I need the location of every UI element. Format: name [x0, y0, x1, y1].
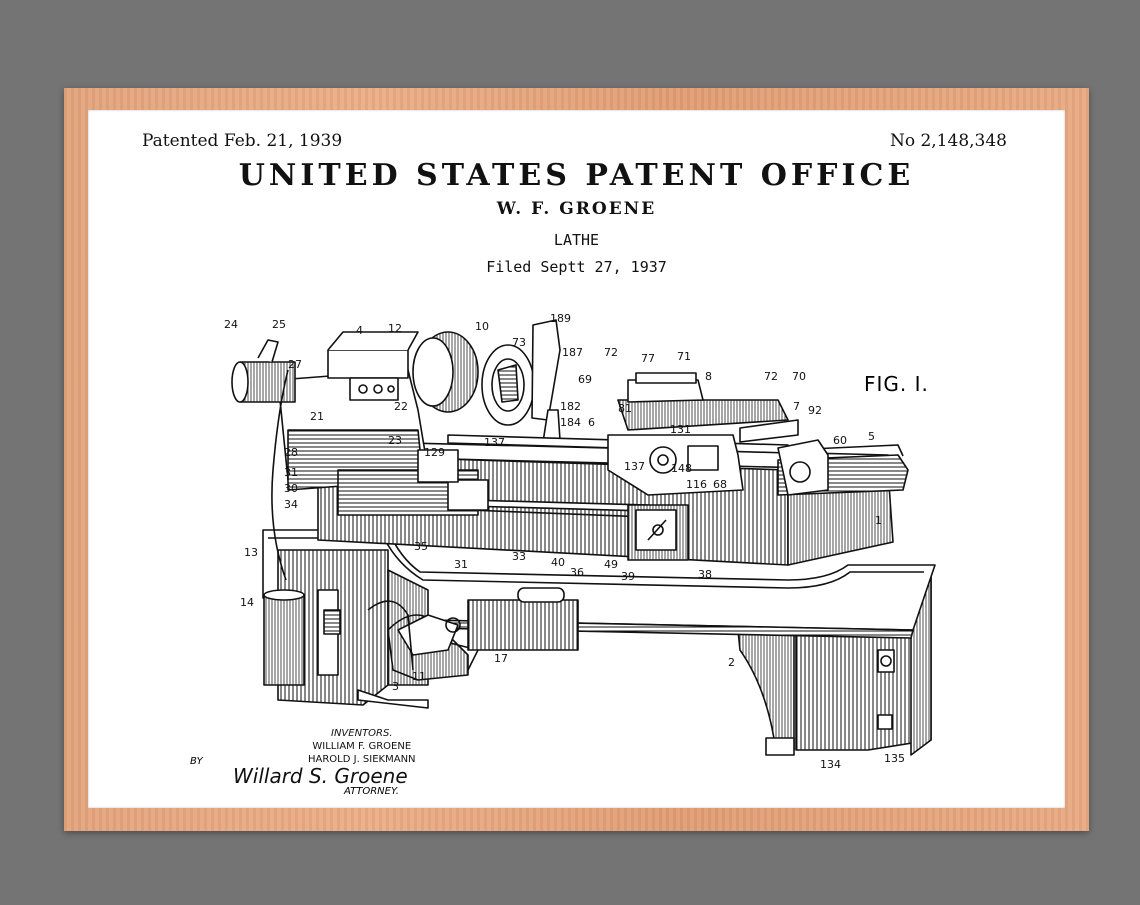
svg-text:28: 28: [284, 446, 298, 459]
svg-text:31: 31: [454, 558, 468, 571]
svg-text:137: 137: [624, 460, 645, 473]
svg-text:60: 60: [833, 434, 847, 447]
svg-text:72: 72: [604, 346, 618, 359]
inventor-name-2: HAROLD J. SIEKMANN: [308, 754, 416, 765]
inventor-heading: W. F. GROENE: [496, 199, 657, 219]
svg-text:13: 13: [244, 546, 258, 559]
svg-text:77: 77: [641, 352, 655, 365]
svg-text:17: 17: [494, 652, 508, 665]
figure-label: FIG. I.: [864, 372, 929, 396]
svg-text:23: 23: [388, 434, 402, 447]
svg-text:30: 30: [284, 482, 298, 495]
patent-number: No 2,148,348: [889, 131, 1007, 151]
svg-text:25: 25: [272, 318, 286, 331]
svg-text:71: 71: [677, 350, 691, 363]
svg-text:14: 14: [240, 596, 254, 609]
svg-text:69: 69: [578, 373, 592, 386]
svg-text:137: 137: [484, 436, 505, 449]
attorney-signature: Willard S. Groene: [233, 764, 408, 788]
svg-text:21: 21: [310, 410, 324, 423]
by-label: BY: [190, 756, 203, 767]
svg-text:189: 189: [550, 312, 571, 325]
svg-text:12: 12: [388, 322, 402, 335]
filed-date: Filed Septt 27, 1937: [486, 258, 667, 276]
lathe-drawing: 24 25 27 4 12 10 73 189 187 72 77 71 8 7…: [224, 312, 936, 771]
svg-text:129: 129: [424, 446, 445, 459]
patent-print: Patented Feb. 21, 1939 No 2,148,348 UNIT…: [88, 110, 1065, 808]
svg-text:72: 72: [764, 370, 778, 383]
svg-text:22: 22: [394, 400, 408, 413]
attorney-label: ATTORNEY.: [344, 786, 399, 797]
svg-text:2: 2: [728, 656, 735, 669]
svg-text:38: 38: [698, 568, 712, 581]
inventor-name-1: WILLIAM F. GROENE: [312, 741, 412, 752]
svg-text:73: 73: [512, 336, 526, 349]
svg-text:33: 33: [512, 550, 526, 563]
svg-text:35: 35: [414, 540, 428, 553]
svg-text:68: 68: [713, 478, 727, 491]
svg-text:184: 184: [560, 416, 581, 429]
svg-text:7: 7: [793, 400, 800, 413]
svg-text:135: 135: [884, 752, 905, 765]
svg-text:31: 31: [284, 466, 298, 479]
svg-text:92: 92: [808, 404, 822, 417]
svg-text:134: 134: [820, 758, 841, 771]
inventors-block: INVENTORS. WILLIAM F. GROENE HAROLD J. S…: [308, 727, 416, 766]
svg-text:27: 27: [288, 358, 302, 371]
svg-text:11: 11: [412, 670, 426, 683]
svg-text:70: 70: [792, 370, 806, 383]
svg-text:39: 39: [621, 570, 635, 583]
svg-text:187: 187: [562, 346, 583, 359]
svg-text:49: 49: [604, 558, 618, 571]
svg-text:3: 3: [392, 680, 399, 693]
inventors-label: INVENTORS.: [331, 728, 393, 739]
svg-text:131: 131: [670, 423, 691, 436]
svg-text:116: 116: [686, 478, 707, 491]
svg-text:148: 148: [671, 462, 692, 475]
patented-date: Patented Feb. 21, 1939: [142, 131, 343, 151]
svg-text:24: 24: [224, 318, 238, 331]
svg-text:36: 36: [570, 566, 584, 579]
svg-text:182: 182: [560, 400, 581, 413]
svg-text:40: 40: [551, 556, 565, 569]
svg-text:34: 34: [284, 498, 298, 511]
svg-text:8: 8: [705, 370, 712, 383]
wooden-frame: Patented Feb. 21, 1939 No 2,148,348 UNIT…: [64, 88, 1089, 831]
invention-title: LATHE: [553, 231, 600, 249]
office-title: UNITED STATES PATENT OFFICE: [238, 158, 915, 193]
svg-text:81: 81: [618, 402, 632, 415]
svg-text:5: 5: [868, 430, 875, 443]
svg-text:6: 6: [588, 416, 595, 429]
svg-text:1: 1: [875, 514, 882, 527]
svg-text:10: 10: [475, 320, 489, 333]
svg-text:4: 4: [356, 324, 363, 337]
